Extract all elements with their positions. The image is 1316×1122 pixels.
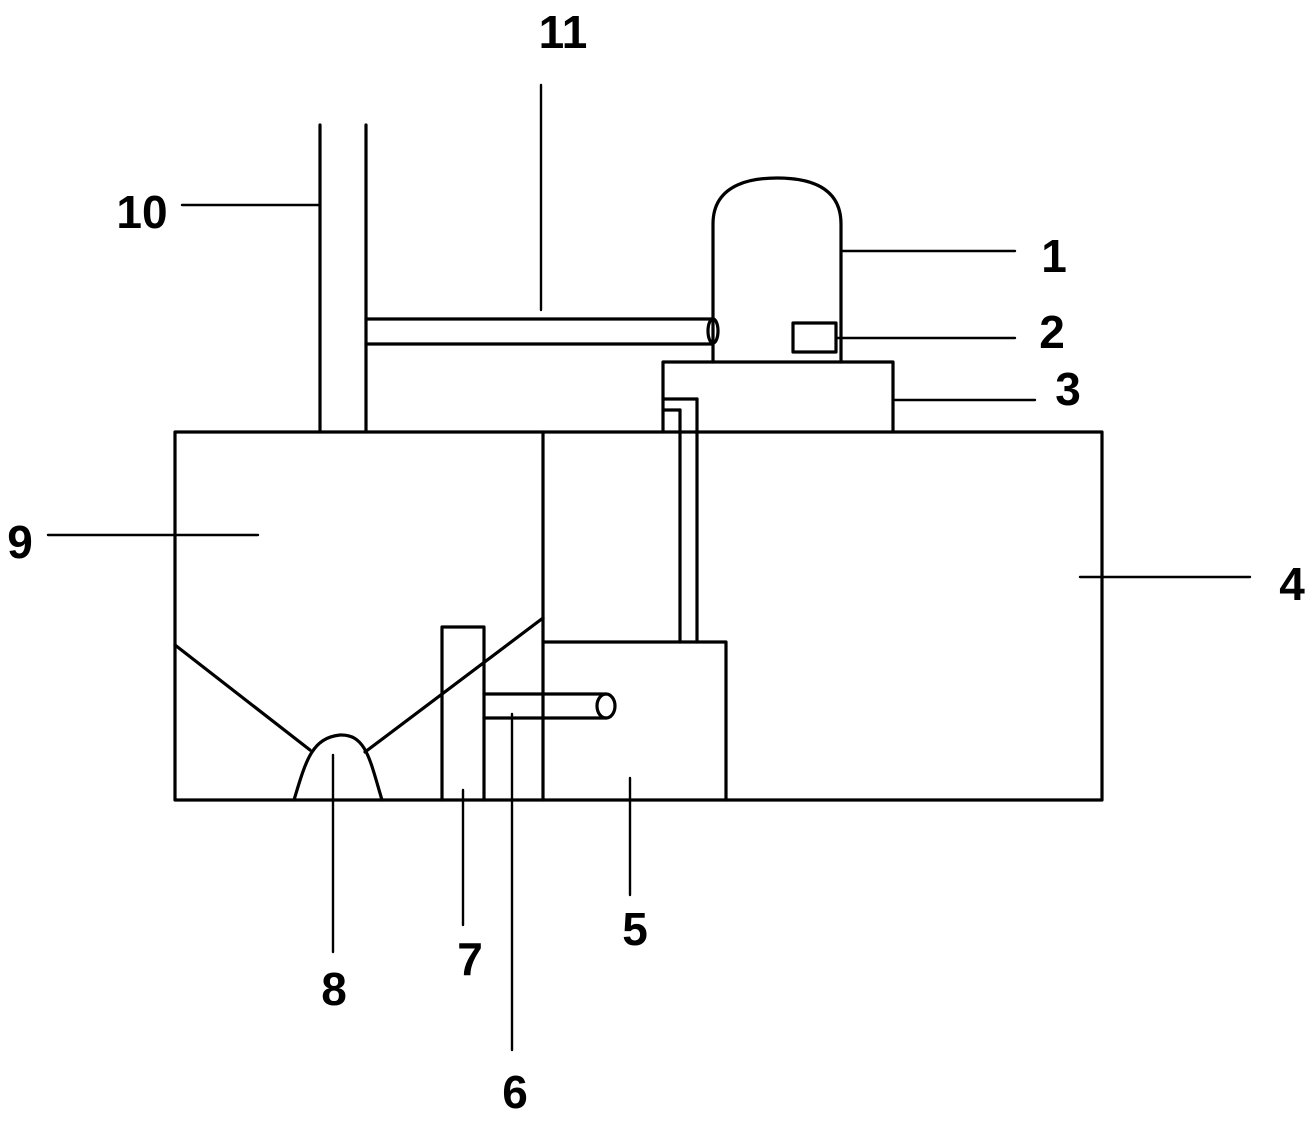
label-4: 4 <box>1279 558 1305 610</box>
base-box-3 <box>661 360 895 434</box>
pipe-11 <box>364 317 720 346</box>
dome-vessel-1 <box>711 176 843 364</box>
hopper <box>173 616 545 754</box>
pipe-6-end <box>595 692 617 720</box>
stack-10 <box>318 123 368 434</box>
hopper-right-wall <box>363 616 545 754</box>
riser-pipe <box>661 397 699 644</box>
label-11: 11 <box>539 6 588 58</box>
label-2: 2 <box>1039 306 1065 358</box>
main-tank <box>173 430 1104 802</box>
label-10: 10 <box>116 186 167 238</box>
baffle-plate-7 <box>440 625 486 802</box>
label-9: 9 <box>7 516 33 568</box>
label-1: 1 <box>1041 230 1067 282</box>
label-6: 6 <box>502 1066 528 1118</box>
label-8: 8 <box>321 963 347 1015</box>
outlet-mound-8 <box>292 733 384 802</box>
pipe-11-end <box>706 317 720 345</box>
small-box-2 <box>791 321 838 354</box>
main-tank-outline <box>173 430 1104 802</box>
leader-lines <box>46 83 1252 1052</box>
pipe-6 <box>482 692 617 720</box>
pump-box-5 <box>541 640 728 802</box>
hopper-left-wall <box>173 643 312 752</box>
callout-labels: 1 2 3 4 5 6 7 8 9 10 11 <box>7 6 1305 1118</box>
label-7: 7 <box>457 933 483 985</box>
label-3: 3 <box>1055 363 1081 415</box>
label-5: 5 <box>622 903 648 955</box>
